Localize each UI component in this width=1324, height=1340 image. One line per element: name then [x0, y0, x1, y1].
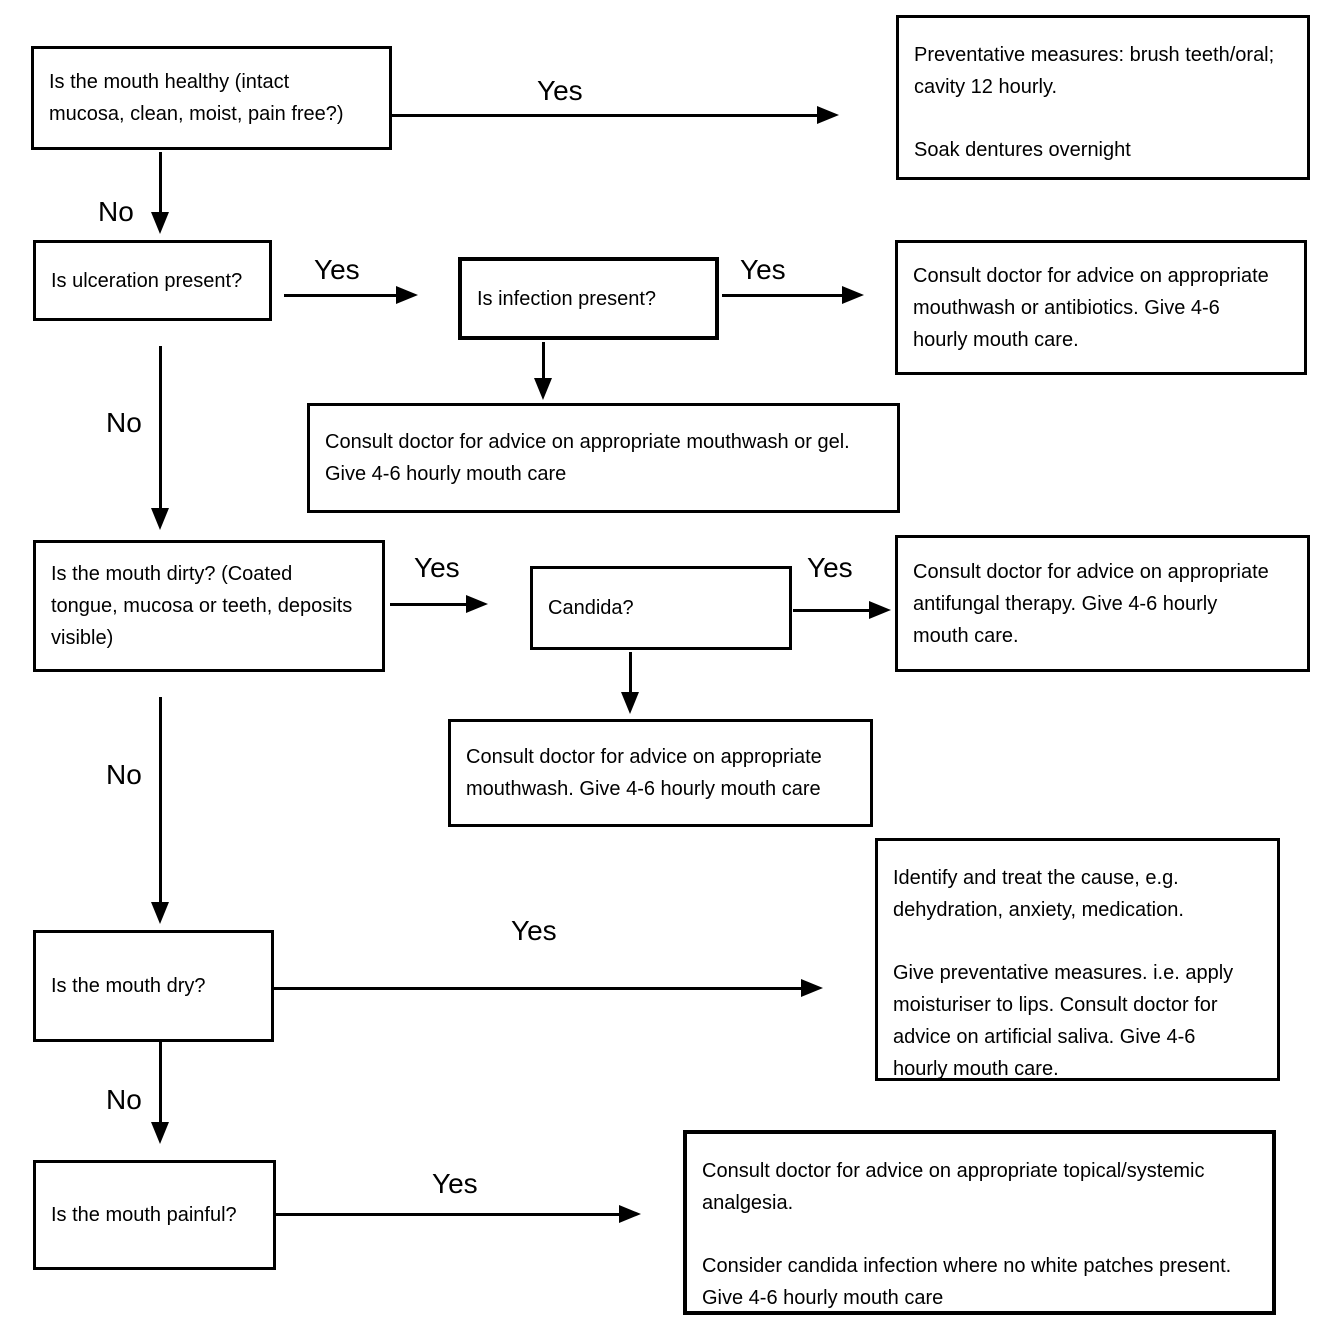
decision-candida: Candida? [530, 566, 792, 650]
arrow-healthy-yes-line [392, 114, 817, 117]
outcome-mouthwash-gel: Consult doctor for advice on appropriate… [307, 403, 900, 513]
outcome-mouthwash: Consult doctor for advice on appropriate… [448, 719, 873, 827]
arrow-candida-yes-line [793, 609, 869, 612]
decision-ulceration-text: Is ulceration present? [51, 269, 243, 292]
decision-mouth-healthy: Is the mouth healthy (intact mucosa, cle… [31, 46, 392, 150]
decision-mouth-dirty-text: Is the mouth dirty? (Coated tongue, muco… [51, 563, 353, 649]
outcome-antifungal: Consult doctor for advice on appropriate… [895, 535, 1310, 672]
arrow-ulceration-yes-line [284, 294, 396, 297]
edge-label-painful-yes: Yes [432, 1168, 478, 1199]
arrow-painful-yes-head-icon [619, 1205, 641, 1223]
edge-label-ulceration-yes: Yes [314, 254, 360, 285]
edge-label-healthy-yes: Yes [537, 75, 583, 106]
edge-label-ulceration-no: No [106, 407, 142, 438]
arrow-dirty-no-line [159, 697, 162, 902]
arrow-painful-yes-line [276, 1213, 619, 1216]
edge-label-dirty-yes: Yes [414, 552, 460, 583]
outcome-antibiotics: Consult doctor for advice on appropriate… [895, 240, 1307, 375]
edge-label-dry-yes: Yes [511, 915, 557, 946]
decision-candida-text: Candida? [548, 597, 634, 619]
edge-label-infection-yes: Yes [740, 254, 786, 285]
arrow-dirty-yes-line [390, 603, 466, 606]
decision-ulceration: Is ulceration present? [33, 240, 272, 321]
arrow-dry-no-head-icon [151, 1122, 169, 1144]
arrow-healthy-no-line [159, 152, 162, 212]
outcome-preventative-measures: Preventative measures: brush teeth/oral;… [896, 15, 1310, 180]
outcome-analgesia-text-1: Consult doctor for advice on appropriate… [702, 1160, 1205, 1214]
decision-mouth-painful-text: Is the mouth painful? [51, 1204, 237, 1226]
outcome-mouthwash-text: Consult doctor for advice on appropriate… [466, 746, 822, 800]
arrow-infection-yes-head-icon [842, 286, 864, 304]
outcome-mouthwash-gel-text: Consult doctor for advice on appropriate… [325, 431, 850, 485]
decision-mouth-dirty: Is the mouth dirty? (Coated tongue, muco… [33, 540, 385, 672]
edge-label-candida-yes: Yes [807, 552, 853, 583]
decision-mouth-painful: Is the mouth painful? [33, 1160, 276, 1270]
edge-label-dirty-no: No [106, 759, 142, 790]
arrow-candida-no-head-icon [621, 692, 639, 714]
outcome-identify-cause-text-1: Identify and treat the cause, e.g. dehyd… [893, 867, 1184, 921]
outcome-identify-cause-text-2: Give preventative measures. i.e. apply m… [893, 962, 1234, 1080]
arrow-ulceration-no-head-icon [151, 508, 169, 530]
arrow-infection-yes-line [722, 294, 842, 297]
arrow-dry-no-line [159, 1042, 162, 1122]
outcome-antibiotics-text: Consult doctor for advice on appropriate… [913, 264, 1269, 351]
decision-infection: Is infection present? [458, 257, 719, 340]
arrow-dirty-yes-head-icon [466, 595, 488, 613]
outcome-antifungal-text: Consult doctor for advice on appropriate… [913, 560, 1269, 647]
arrow-ulceration-yes-head-icon [396, 286, 418, 304]
arrow-healthy-no-head-icon [151, 212, 169, 234]
outcome-preventative-measures-text-2: Soak dentures overnight [914, 139, 1131, 161]
arrow-dirty-no-head-icon [151, 902, 169, 924]
decision-mouth-dry-text: Is the mouth dry? [51, 975, 206, 997]
outcome-analgesia-text-2: Consider candida infection where no whit… [702, 1255, 1232, 1309]
arrow-dry-yes-head-icon [801, 979, 823, 997]
arrow-healthy-yes-head-icon [817, 106, 839, 124]
edge-label-healthy-no: No [98, 196, 134, 227]
arrow-ulceration-no-line [159, 346, 162, 508]
decision-mouth-healthy-text: Is the mouth healthy (intact mucosa, cle… [49, 71, 344, 125]
arrow-infection-no-head-icon [534, 378, 552, 400]
outcome-analgesia: Consult doctor for advice on appropriate… [683, 1130, 1276, 1315]
outcome-preventative-measures-text-1: Preventative measures: brush teeth/oral;… [914, 44, 1275, 98]
arrow-infection-no-line [542, 342, 545, 378]
outcome-identify-cause: Identify and treat the cause, e.g. dehyd… [875, 838, 1280, 1081]
arrow-dry-yes-line [274, 987, 801, 990]
arrow-candida-yes-head-icon [869, 601, 891, 619]
edge-label-dry-no: No [106, 1084, 142, 1115]
decision-infection-text: Is infection present? [477, 287, 656, 310]
arrow-candida-no-line [629, 652, 632, 692]
decision-mouth-dry: Is the mouth dry? [33, 930, 274, 1042]
